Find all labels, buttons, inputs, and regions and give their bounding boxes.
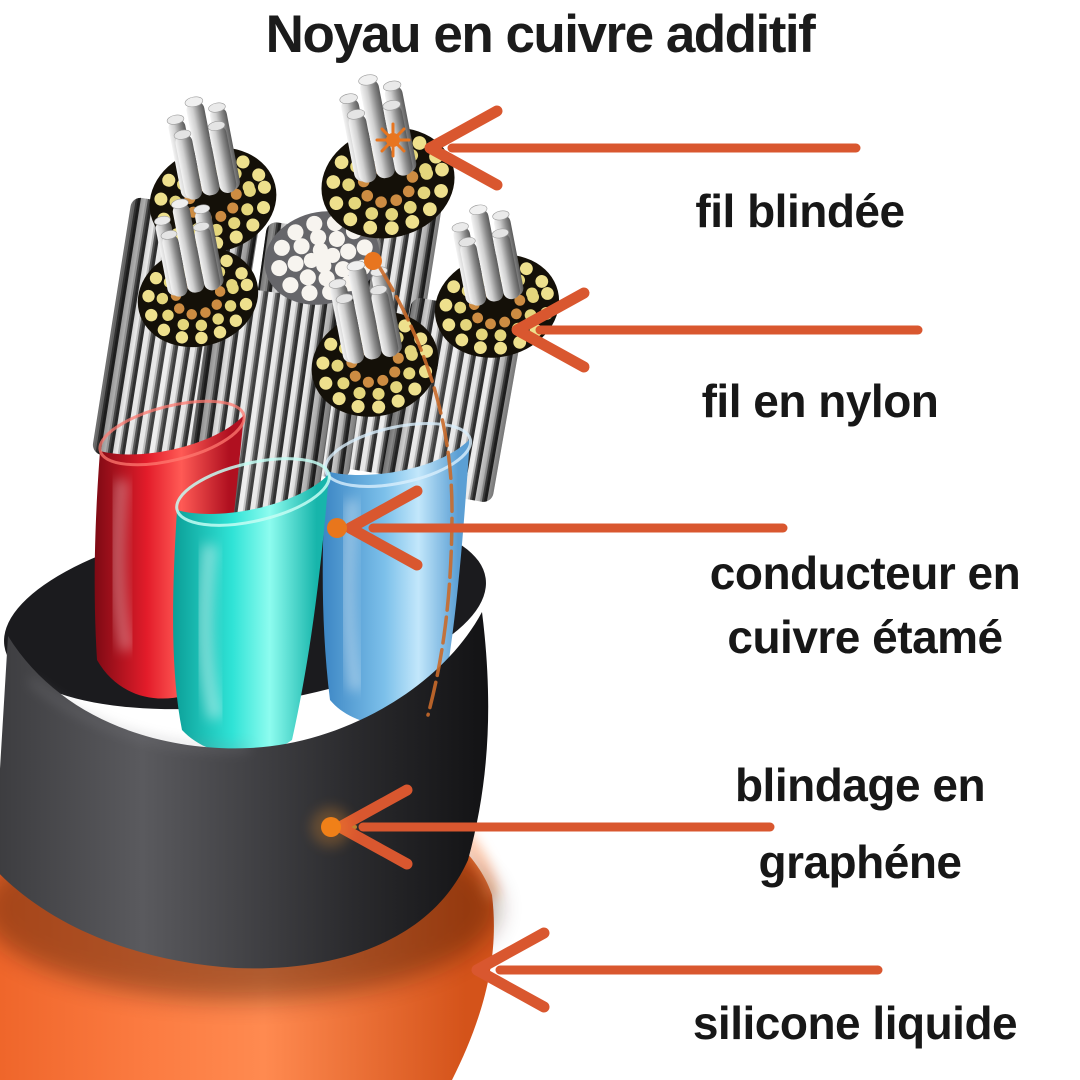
- label-fil-en-nylon: fil en nylon: [701, 375, 939, 427]
- dot-core: [364, 252, 382, 270]
- graphene-shield-body: [0, 612, 489, 969]
- label-blindage-graphene: blindage en graphéne: [734, 759, 986, 888]
- shield-rim-highlight: [28, 678, 251, 751]
- dot-conducteur: [327, 518, 347, 538]
- arrow-fil-en-nylon: [511, 287, 923, 373]
- label-fil-blindee: fil blindée: [695, 185, 905, 237]
- core-connector-line: [378, 266, 454, 717]
- conductor-cyan-sleeve: [173, 457, 331, 755]
- sparkle-fil-blindee: [375, 122, 411, 158]
- label-silicone-liquide: silicone liquide: [692, 997, 1018, 1049]
- arrow-fil-blindee: [424, 105, 861, 191]
- arrow-silicone: [471, 927, 883, 1013]
- annotation-marks: [334, 105, 923, 1013]
- arrow-conducteur: [344, 485, 788, 571]
- page-title: Noyau en cuivre additif: [265, 5, 816, 64]
- dot-blindage: [321, 817, 341, 837]
- annotation-dots: [311, 122, 411, 847]
- label-conducteur-cuivre-etame: conducteur en cuivre étamé: [709, 547, 1021, 663]
